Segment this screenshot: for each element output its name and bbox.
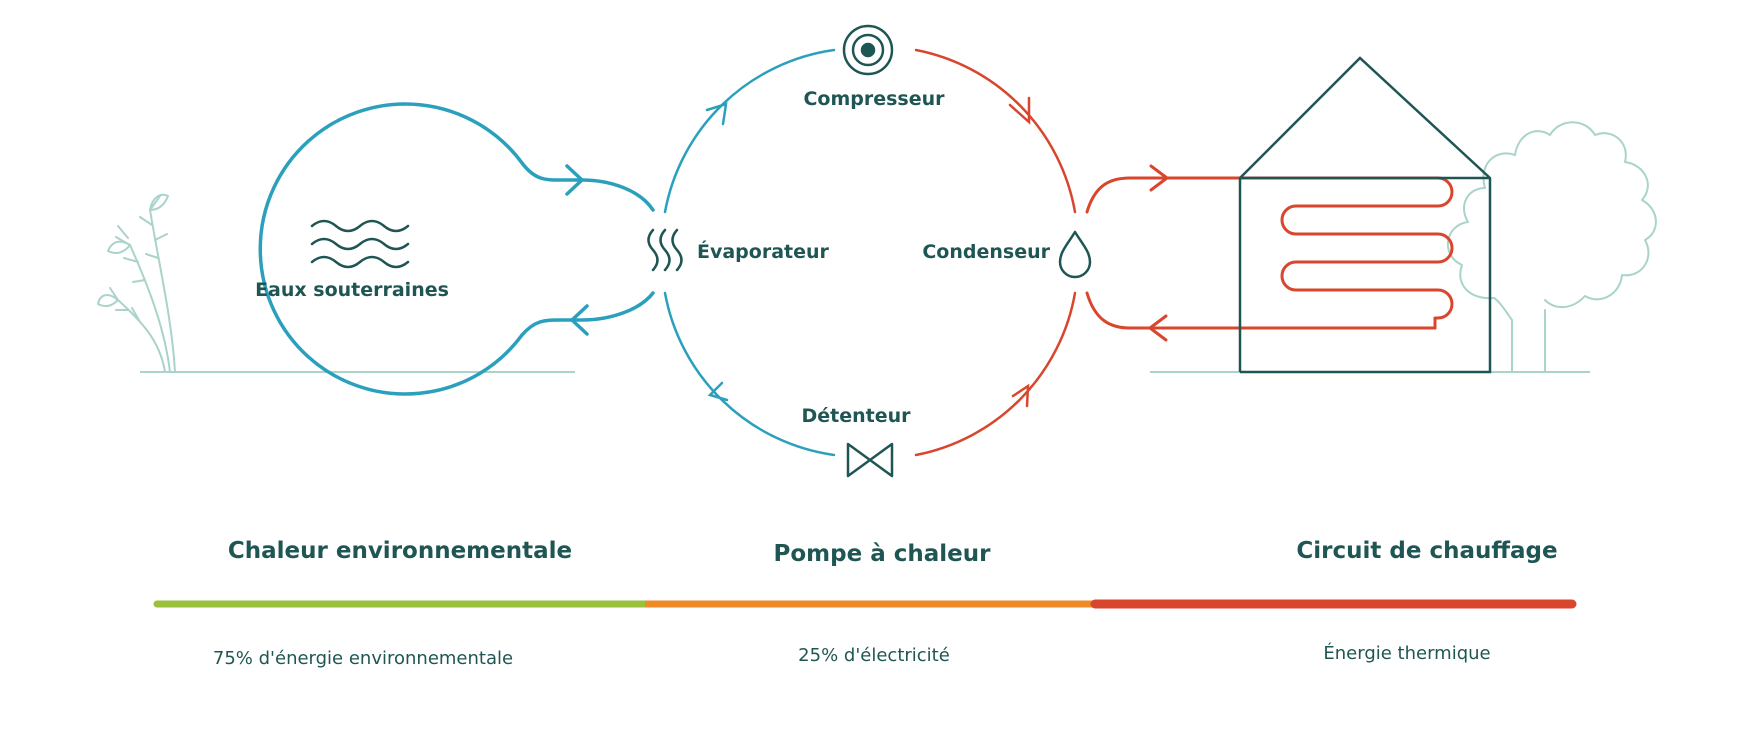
house-icon: [1238, 56, 1492, 374]
groundwater-loop: [258, 102, 655, 396]
section-subtitle-environment: 75% d'énergie environnementale: [213, 648, 513, 669]
tree-icon: [1446, 121, 1657, 373]
section-subtitle-heating: Énergie thermique: [1323, 642, 1490, 664]
section-subtitle-heat-pump: 25% d'électricité: [798, 645, 950, 666]
plant-icon: [97, 193, 176, 373]
groundwater-label: Eaux souterraines: [255, 279, 449, 301]
compressor-label: Compresseur: [803, 88, 945, 110]
refrigerant-cycle-cold: [663, 48, 836, 457]
heating-circuit: [1085, 164, 1454, 342]
section-title-environment: Chaleur environnementale: [228, 538, 572, 564]
section-title-heating: Circuit de chauffage: [1296, 538, 1557, 564]
heat-waves-icon: [647, 228, 683, 272]
section-title-heat-pump: Pompe à chaleur: [774, 541, 992, 567]
waves-icon: [310, 219, 410, 269]
valve-icon: [846, 442, 894, 478]
concentric-circles-icon: [842, 24, 894, 76]
evaporator-label: Évaporateur: [697, 240, 830, 263]
condenser-label: Condenseur: [922, 241, 1050, 263]
refrigerant-cycle-hot: [914, 48, 1077, 457]
droplet-icon: [1058, 230, 1092, 279]
expansion-valve-label: Détenteur: [801, 405, 911, 427]
